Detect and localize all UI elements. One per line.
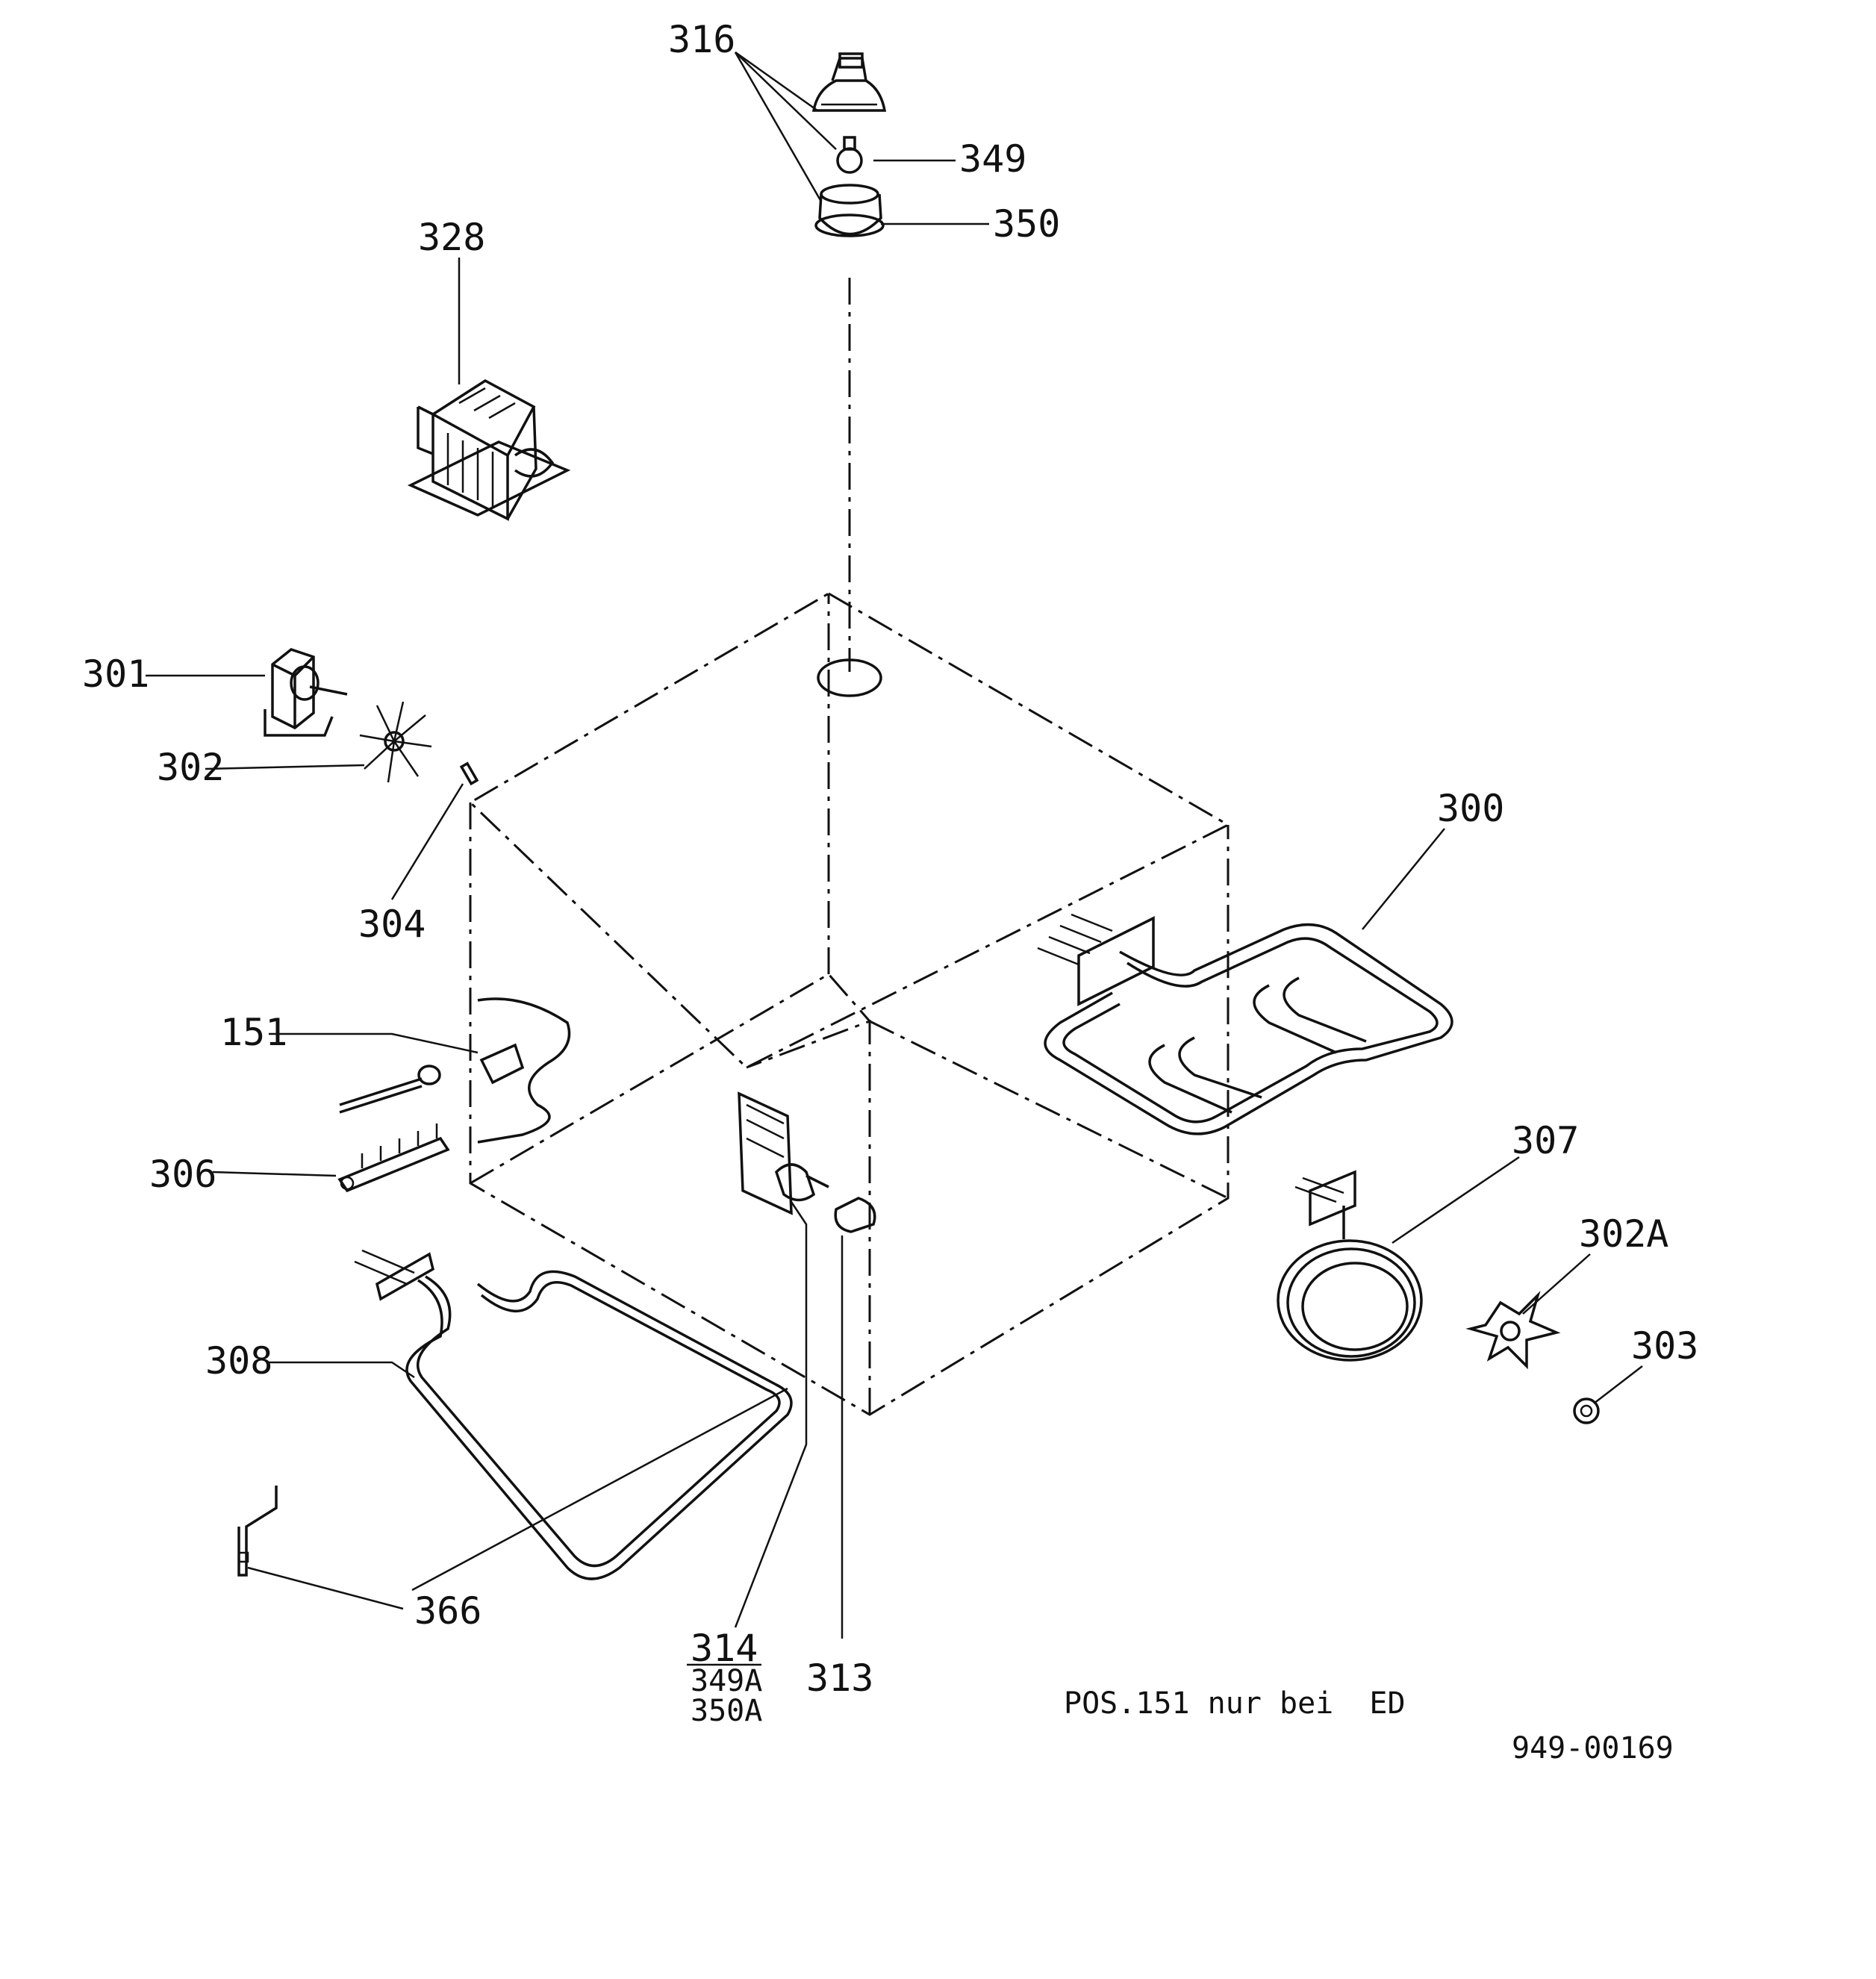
part-313 <box>834 1197 876 1233</box>
lamp-349 <box>836 136 863 174</box>
fan-wheel-302 <box>359 701 432 783</box>
label-308: 308 <box>205 1339 272 1383</box>
pin-304 <box>459 761 479 786</box>
lamp-assembly-314 <box>738 1091 829 1215</box>
leader-lines <box>146 51 1643 1666</box>
bracket-366 <box>237 1486 278 1577</box>
nut-303 <box>1573 1397 1600 1424</box>
label-350: 350 <box>993 202 1060 246</box>
label-313: 313 <box>806 1657 873 1700</box>
label-301: 301 <box>82 652 149 696</box>
label-306: 306 <box>149 1153 216 1196</box>
label-349a: 349A <box>691 1664 762 1698</box>
label-151: 151 <box>220 1011 287 1054</box>
drawing-number: 949-00169 <box>1512 1731 1674 1765</box>
part-labels: 316 349 350 328 301 302 304 300 151 306 … <box>82 18 1698 1728</box>
label-316: 316 <box>668 18 735 61</box>
label-350a: 350A <box>691 1694 762 1728</box>
label-349: 349 <box>959 137 1026 181</box>
fan-motor-301 <box>264 648 348 737</box>
footnote: POS.151 nur bei ED <box>1064 1686 1406 1721</box>
label-302a: 302A <box>1579 1212 1668 1256</box>
label-300: 300 <box>1437 787 1504 830</box>
label-302: 302 <box>157 746 224 789</box>
fan-wheel-302a <box>1465 1290 1561 1370</box>
knob-316 <box>811 52 887 112</box>
label-304: 304 <box>358 903 426 946</box>
label-314: 314 <box>691 1627 758 1670</box>
thermostat-151 <box>339 997 571 1144</box>
label-303: 303 <box>1631 1324 1698 1368</box>
label-307: 307 <box>1512 1119 1579 1162</box>
transformer-328 <box>407 378 571 521</box>
grill-heater-300 <box>1037 913 1453 1135</box>
label-366: 366 <box>414 1589 482 1633</box>
ring-heater-307 <box>1277 1170 1423 1362</box>
terminal-block-306 <box>337 1123 450 1193</box>
label-328: 328 <box>418 216 485 259</box>
lamp-holder-350 <box>814 184 885 237</box>
oven-cavity-outline <box>468 278 1231 1416</box>
bottom-heater-308 <box>354 1249 793 1580</box>
